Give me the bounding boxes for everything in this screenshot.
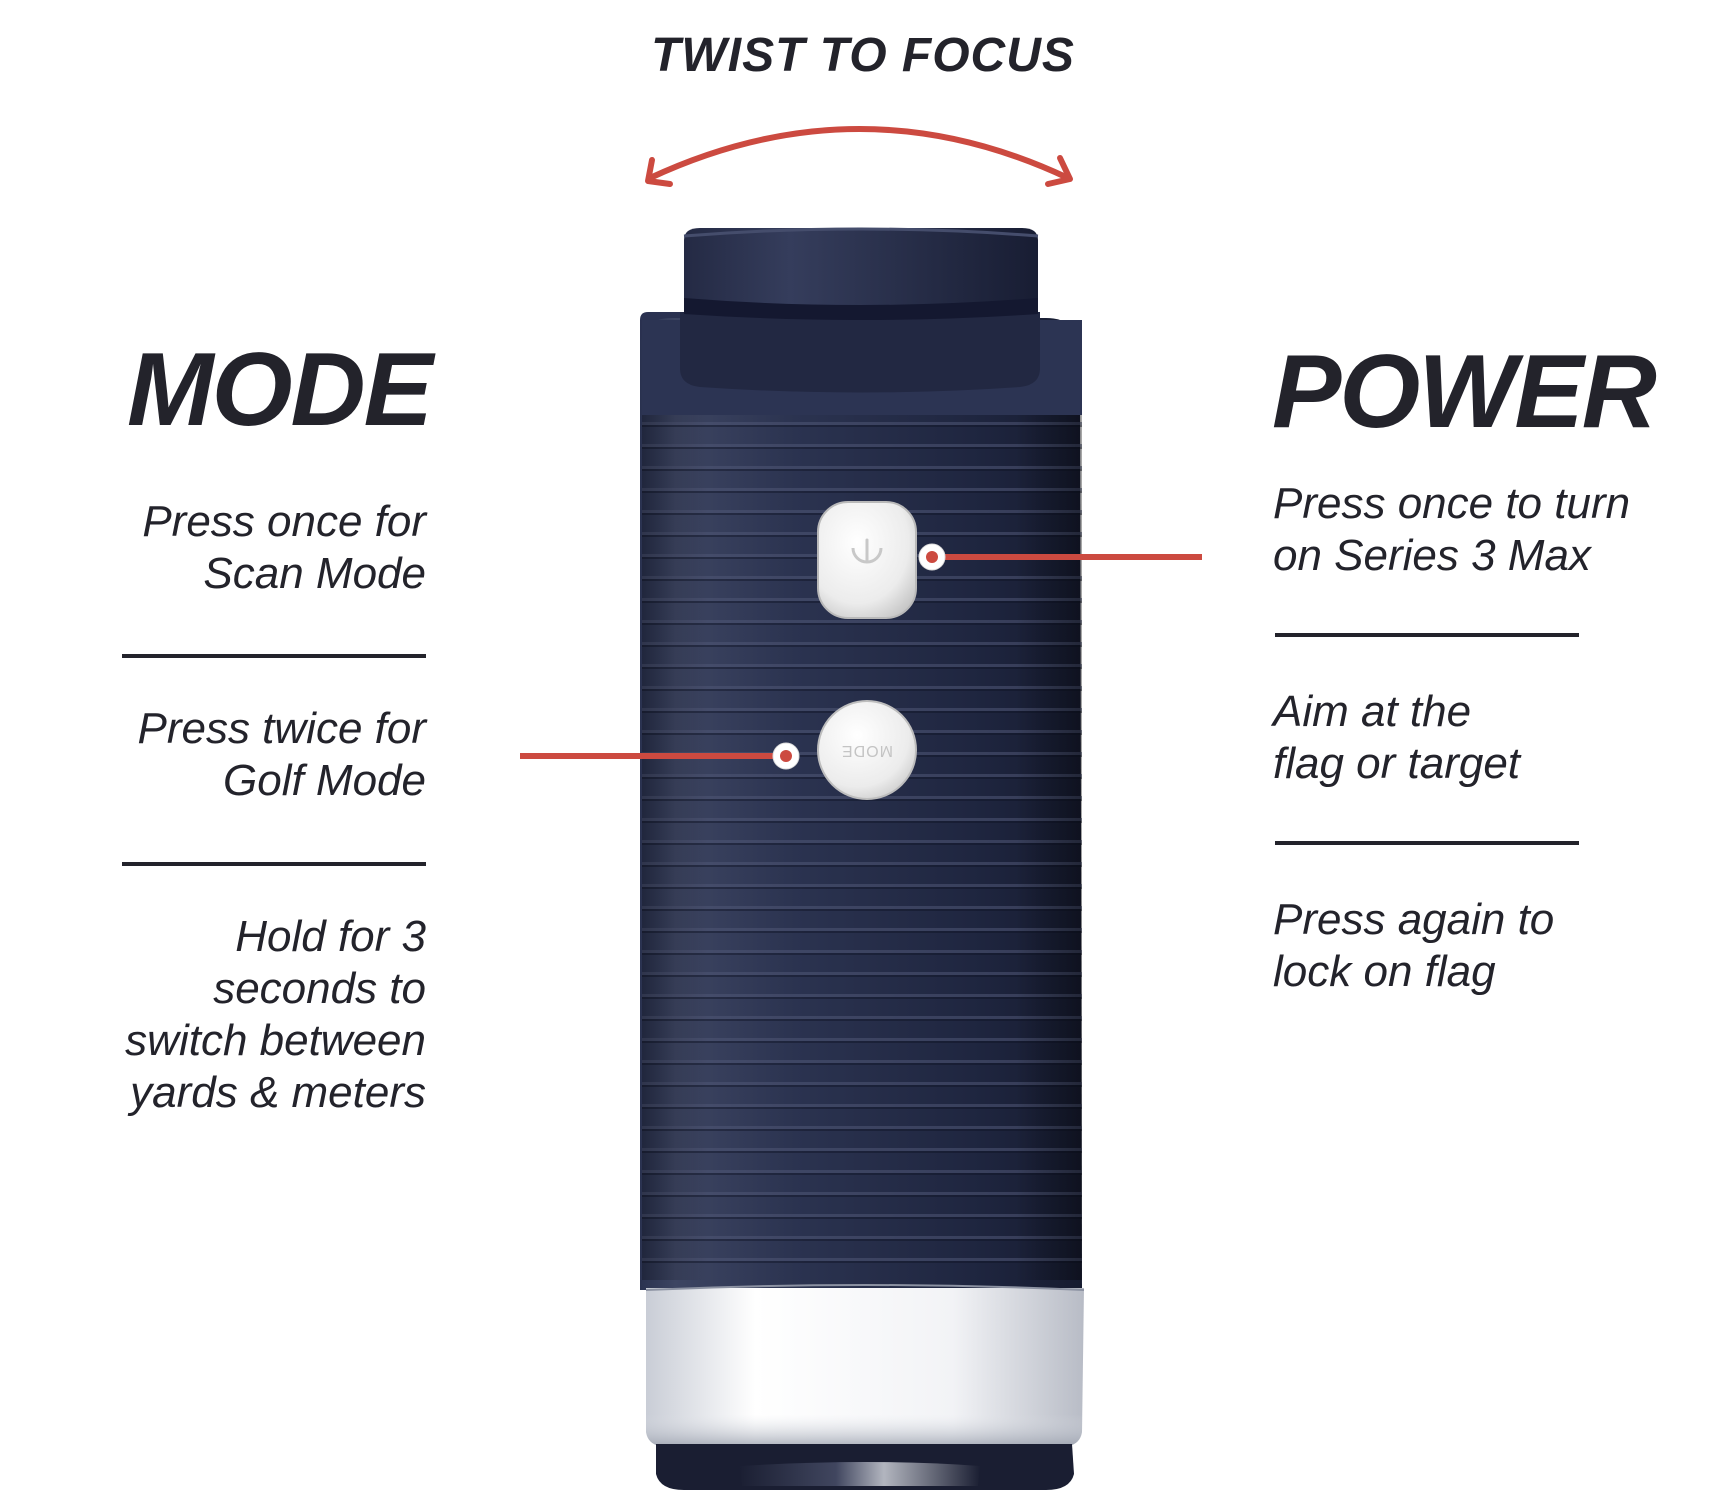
mode-divider-2 <box>122 862 426 866</box>
mode-divider-1 <box>122 654 426 658</box>
power-divider-1 <box>1275 633 1579 637</box>
power-lock-text: Press again to lock on flag <box>1273 895 1555 996</box>
power-heading: POWER <box>1272 334 1657 450</box>
mode-button-label: MODE <box>841 742 893 759</box>
mode-button[interactable] <box>817 700 917 800</box>
twist-arrow <box>645 126 1073 187</box>
mode-golf-text: Press twice for Golf Mode <box>137 704 426 805</box>
mode-callout <box>520 742 800 770</box>
power-on-text: Press once to turn on Series 3 Max <box>1273 479 1631 580</box>
mode-heading: MODE <box>127 332 433 448</box>
power-divider-2 <box>1275 841 1579 845</box>
power-callout <box>918 543 1202 571</box>
power-icon <box>851 538 883 564</box>
mode-scan-text: Press once for Scan Mode <box>142 497 426 598</box>
power-aim-text: Aim at the flag or target <box>1273 687 1521 788</box>
twist-to-focus-title: TWIST TO FOCUS <box>651 29 1075 82</box>
rangefinder-device <box>640 227 1085 1490</box>
mode-units-text: Hold for 3 seconds to switch between yar… <box>125 912 426 1117</box>
